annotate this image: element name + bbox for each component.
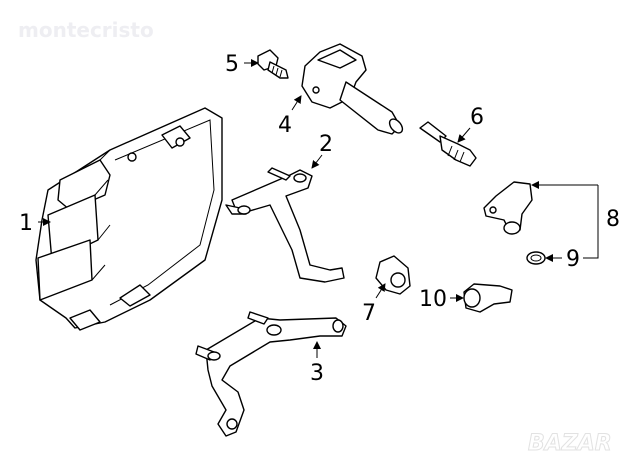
callout-8: 8: [606, 207, 620, 232]
callout-1: 1: [19, 211, 33, 236]
callout-10: 10: [419, 287, 447, 312]
callout-2: 2: [319, 132, 333, 157]
callout-lines: [38, 59, 599, 358]
callout-3: 3: [310, 361, 324, 386]
bracket-2-part[interactable]: [225, 167, 345, 283]
ecm-part[interactable]: [35, 107, 223, 331]
bolt-part[interactable]: [257, 49, 289, 79]
callout-5: 5: [225, 52, 239, 77]
knock-sensor-part[interactable]: [463, 283, 513, 313]
callout-7: 7: [362, 301, 376, 326]
callout-9: 9: [566, 247, 580, 272]
o-ring-part[interactable]: [526, 251, 546, 265]
watermark-bottom-right: BAZAR: [528, 431, 612, 456]
callout-6: 6: [470, 105, 484, 130]
callout-4: 4: [278, 113, 292, 138]
camshaft-sensor-part[interactable]: [483, 181, 533, 235]
watermark-top-left: montecristo: [18, 18, 154, 42]
sensor-7-part[interactable]: [375, 255, 411, 295]
bracket-3-part[interactable]: [195, 311, 347, 437]
spark-plug-part[interactable]: [419, 121, 477, 167]
ignition-coil-part[interactable]: [301, 43, 405, 135]
